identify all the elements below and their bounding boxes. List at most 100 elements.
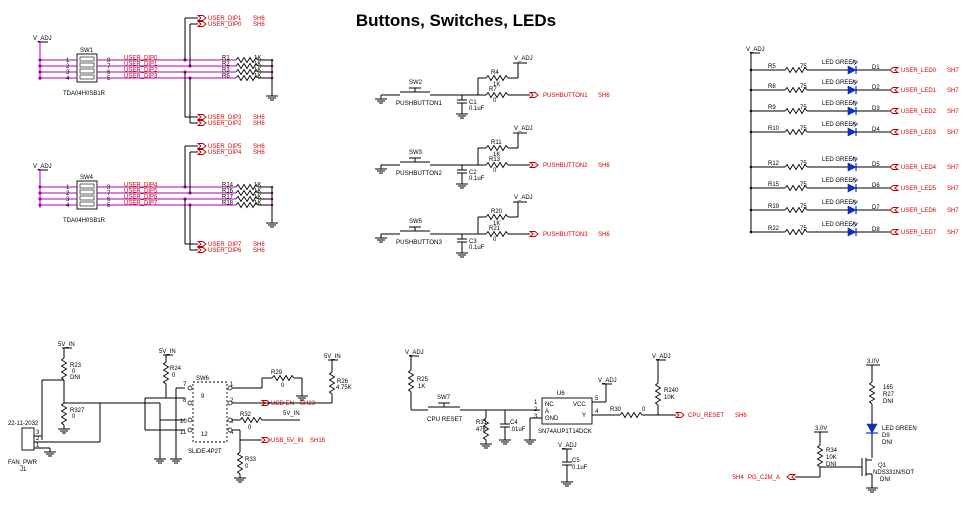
sheet-ref: SH6 <box>598 163 610 169</box>
net-user-dip4-top: USER_DIP4 <box>208 150 242 156</box>
pin-label: 11 <box>180 430 187 436</box>
u6-part: SN74AUP1T14DCK <box>538 429 592 435</box>
sheet-ref: SH6 <box>253 248 265 254</box>
r23-dni: DNI <box>70 375 81 381</box>
net-user-dip2-bottom: USER_DIP2 <box>208 121 242 127</box>
5v-in-label: 5V_IN <box>283 411 300 417</box>
r327-value: 0 <box>72 414 76 420</box>
dip-pin-left: 3 <box>66 197 70 203</box>
pullup-ref: R11 <box>491 140 502 146</box>
cap-ref: C3 <box>469 239 477 245</box>
dip-net-label: USER_DIP5 <box>124 189 158 195</box>
pushbutton-net: PUSHBUTTON3 <box>543 232 588 238</box>
r29-ref: R29 <box>271 370 283 376</box>
sw7-ref: SW7 <box>437 395 451 401</box>
led-ref: D2 <box>872 85 880 91</box>
vadj-label: V_ADJ <box>746 47 765 53</box>
cap-ref: C2 <box>469 170 477 176</box>
led-resistor-ref: R22 <box>768 226 780 232</box>
j1-ref: J1 <box>20 467 27 473</box>
pin-label: 9 <box>201 394 205 400</box>
sw4-part: TDA04H0SB1R <box>63 218 106 224</box>
pin-label: 7 <box>183 382 187 388</box>
series-res-ref: R7 <box>489 87 497 93</box>
led-resistor-ref: R10 <box>768 126 780 132</box>
vadj-label: V_ADJ <box>405 350 424 356</box>
led-ref: D3 <box>872 106 880 112</box>
dip-pin-right: 8 <box>107 58 111 64</box>
led-net: USER_LED6 <box>901 208 937 214</box>
dip-resistor-ref: R18 <box>222 201 234 207</box>
r26-value: 4.75K <box>336 385 352 391</box>
r26-ref: R26 <box>337 379 349 385</box>
vadj-label: V_ADJ <box>33 36 52 42</box>
dip-pin-right: 5 <box>107 203 111 209</box>
sw6-part: SLIDE-4P2T <box>188 449 222 455</box>
r31-value: 47K <box>476 427 487 433</box>
led-resistor-value: 75 <box>800 126 807 132</box>
dip-net-label: USER_DIP6 <box>124 195 158 201</box>
c5-ref: C5 <box>572 458 580 464</box>
led-resistor-value: 75 <box>800 182 807 188</box>
sheet-ref: SH18 <box>310 438 326 444</box>
net-user-dip3-bottom: USER_DIP3 <box>208 115 242 121</box>
j1-pin3: 3 <box>36 430 40 436</box>
dip-resistor-value: 1K <box>254 56 261 62</box>
series-res-value: 0 <box>493 168 497 174</box>
dip-pin-left: 4 <box>66 76 70 82</box>
pin-label: 10 <box>180 419 187 425</box>
pushbutton-net: PUSHBUTTON2 <box>543 163 588 169</box>
5v-in-label: 5V_IN <box>159 349 176 355</box>
pushbutton-name: PUSHBUTTON1 <box>396 100 443 107</box>
slide-switch-sw6 <box>192 381 228 443</box>
led-resistor-ref: R5 <box>768 64 776 70</box>
r33-ref: R33 <box>245 457 257 463</box>
dip-net-label: USER_DIP0 <box>124 56 158 62</box>
led-net: USER_LED5 <box>901 186 937 192</box>
j1-part-number: 22-11-2032 <box>8 421 39 427</box>
led-net: USER_LED3 <box>901 130 937 136</box>
pin-label: 2 <box>230 398 234 404</box>
dip-resistor-ref: R14 <box>222 183 234 189</box>
led-ref: D5 <box>872 162 880 168</box>
dip-resistor-value: 1K <box>254 183 261 189</box>
dip-resistor-ref: R3 <box>222 68 230 74</box>
r27-value: 165 <box>883 385 894 391</box>
led-color: LED GREEN <box>822 80 857 86</box>
dip-net-label: USER_DIP3 <box>124 74 158 80</box>
sheet-ref: SH6 <box>735 413 747 419</box>
led-diode-icon <box>847 205 857 215</box>
led-net: USER_LED0 <box>901 68 937 74</box>
net-usb-5v-in: USB_5V_IN <box>271 438 303 444</box>
r31-ref: R31 <box>476 420 488 426</box>
sheet-ref: SH6 <box>253 115 265 121</box>
dip-pin-left: 4 <box>66 203 70 209</box>
dip-pin-left: 1 <box>66 185 70 191</box>
led-net: USER_LED7 <box>901 230 937 236</box>
net-user-dip7-bottom: USER_DIP7 <box>208 242 242 248</box>
pin-label: 3 <box>230 419 234 425</box>
sheet-ref: SH7 <box>947 109 959 115</box>
sw6-ref: SW6 <box>196 376 210 382</box>
dip-pin-right: 6 <box>107 70 111 76</box>
dip-net-label: USER_DIP7 <box>124 201 158 207</box>
r24-value: 0 <box>172 373 176 379</box>
led-resistor-value: 75 <box>800 84 807 90</box>
led-ref: D4 <box>872 127 880 133</box>
pushbutton-ref: SW3 <box>409 150 423 156</box>
j1-pin2: 2 <box>36 436 40 442</box>
q1-ref: Q1 <box>878 463 887 469</box>
pin-name: Y <box>582 413 586 419</box>
sheet-ref: SH7 <box>947 186 959 192</box>
led-resistor-value: 75 <box>800 204 807 210</box>
dip-pin-right: 6 <box>107 197 111 203</box>
vadj-label: V_ADJ <box>558 443 577 449</box>
pullup-value: 1K <box>493 152 500 158</box>
sheet-ref: SH6 <box>598 232 610 238</box>
